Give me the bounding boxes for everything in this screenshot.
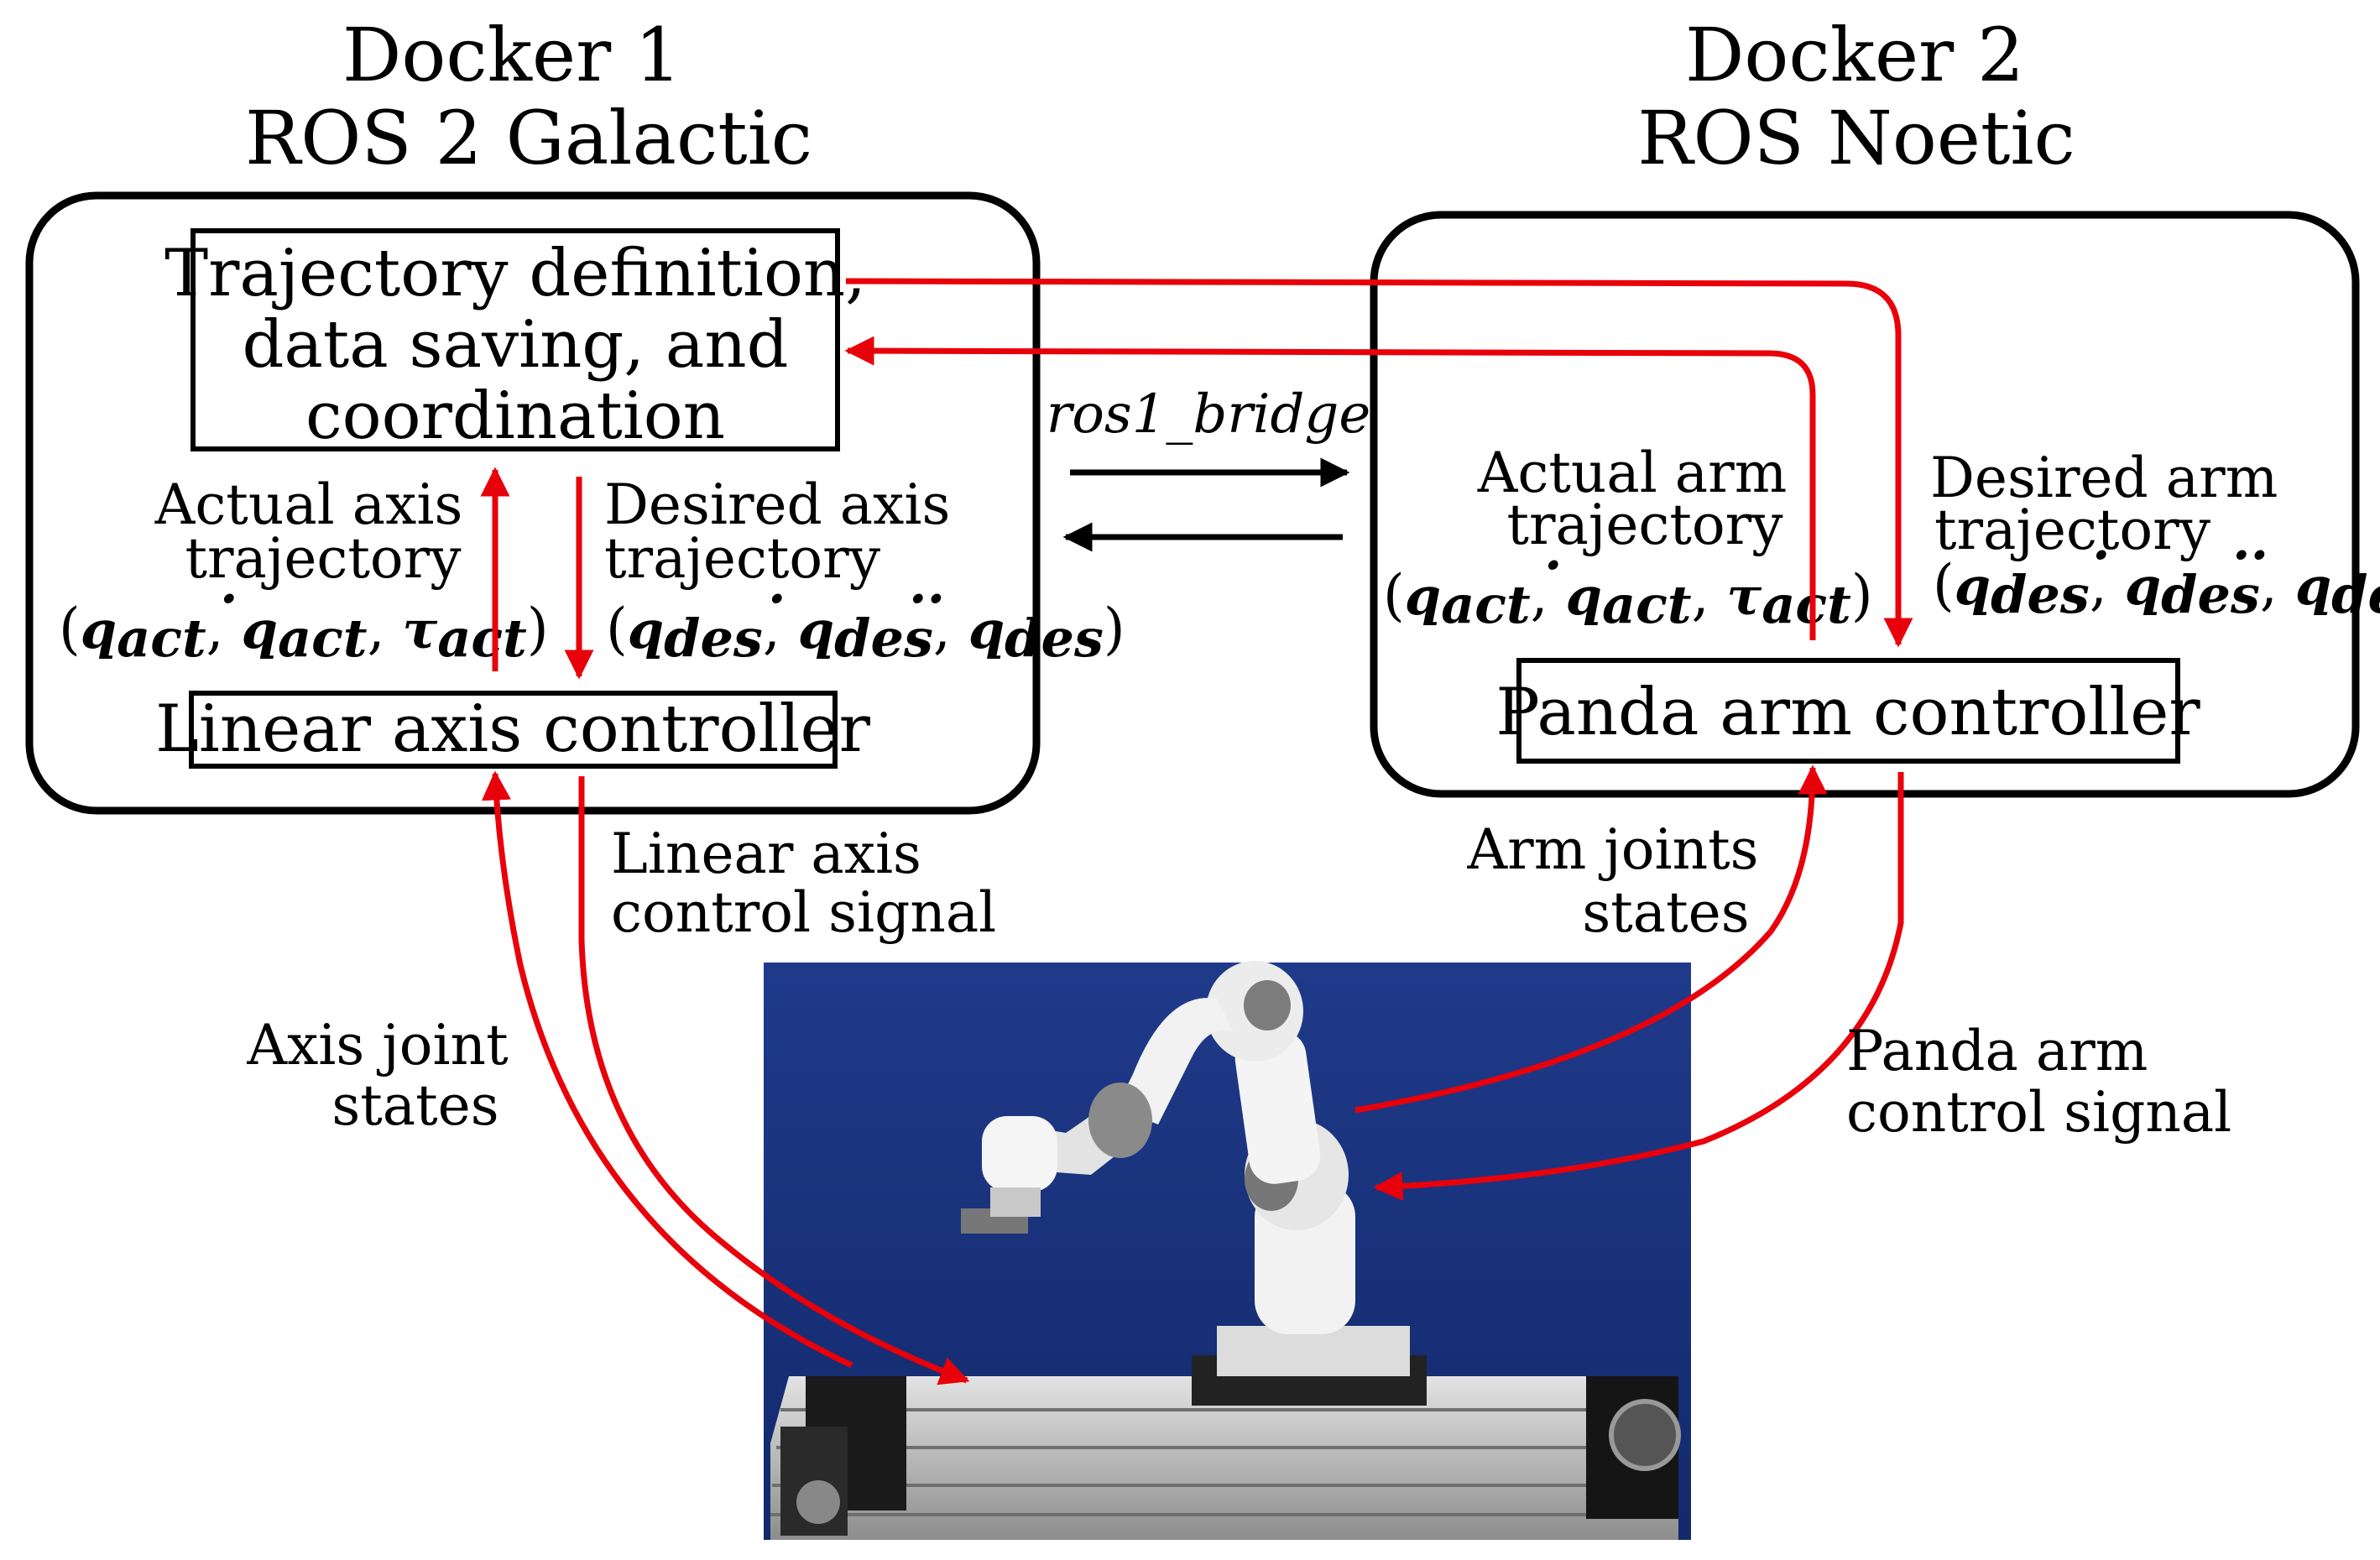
trajectory-definition-box <box>191 228 840 451</box>
svg-text:·: · <box>1544 535 1563 596</box>
arm-joints-states-label-1: Arm joints <box>1467 817 1759 882</box>
trajectory-box-line1: Trajectory definition, <box>164 236 866 311</box>
actual-axis-label-2: trajectory <box>185 526 462 591</box>
actual-axis-label-1: Actual axis <box>154 472 463 537</box>
axis-joint-states-label-2: states <box>331 1073 498 1138</box>
svg-text:··: ·· <box>909 568 945 629</box>
docker1-container <box>25 191 1041 815</box>
panda-arm-controller-label: Panda arm controller <box>1495 675 2200 750</box>
desired-arm-math: (qdes, qdes, qdes) · ·· <box>1933 524 2380 625</box>
actual-axis-math: (qact, qact, τact) · <box>59 568 549 669</box>
panda-arm-controller-box <box>1516 658 2180 764</box>
svg-text:·: · <box>768 568 786 629</box>
panda-control-label-2: control signal <box>1846 1080 2231 1145</box>
trajectory-box-line3: coordination <box>305 378 725 454</box>
desired-arm-label-1: Desired arm <box>1930 446 2278 510</box>
desired-arm-flow-arrow <box>845 278 1913 648</box>
desired-arm-label-2: trajectory <box>1934 498 2211 562</box>
linear-axis-control-arrow <box>578 776 970 1385</box>
arm-joints-states-label-2: states <box>1582 880 1749 945</box>
svg-text:··: ·· <box>2232 524 2268 586</box>
svg-text:(qact, qact, τact): (qact, qact, τact) <box>1383 563 1873 635</box>
actual-arm-label-2: trajectory <box>1506 493 1783 557</box>
svg-text:·: · <box>220 568 238 629</box>
actual-arm-flow-arrow <box>844 336 1816 640</box>
svg-text:(qact, qact, τact): (qact, qact, τact) <box>59 597 549 669</box>
ros1-bridge-label: ros1_bridge <box>1046 383 1371 446</box>
robot-photo <box>764 961 1691 1540</box>
linear-axis-controller-box <box>189 691 838 769</box>
svg-text:(qdes, qdes, qdes): (qdes, qdes, qdes) <box>606 597 1125 669</box>
linear-axis-control-label-1: Linear axis <box>611 822 921 886</box>
trajectory-box-line2: data saving, and <box>242 307 788 383</box>
docker2-title: Docker 2 <box>1685 12 2024 98</box>
desired-axis-math: (qdes, qdes, qdes) · ·· <box>606 568 1125 669</box>
linear-axis-control-label-2: control signal <box>611 880 996 945</box>
docker2-subtitle: ROS Noetic <box>1637 95 2075 181</box>
desired-axis-label-2: trajectory <box>604 526 881 591</box>
panda-control-arrow <box>1373 772 1904 1202</box>
actual-arm-math: (qact, qact, τact) · <box>1383 535 1873 635</box>
linear-axis-controller-label: Linear axis controller <box>155 691 871 767</box>
arm-joints-states-arrow <box>1354 764 1828 1114</box>
docker1-subtitle: ROS 2 Galactic <box>245 95 812 181</box>
desired-axis-label-1: Desired axis <box>604 472 950 537</box>
actual-arm-label-1: Actual arm <box>1477 441 1788 505</box>
axis-joint-states-arrow <box>481 770 853 1369</box>
svg-text:·: · <box>2092 524 2111 586</box>
docker2-container <box>1370 211 2360 798</box>
svg-text:(qdes, qdes, qdes): (qdes, qdes, qdes) <box>1933 553 2380 625</box>
axis-joint-states-label-1: Axis joint <box>246 1013 508 1077</box>
docker1-title: Docker 1 <box>342 12 681 98</box>
panda-control-label-1: Panda arm <box>1846 1019 2148 1083</box>
